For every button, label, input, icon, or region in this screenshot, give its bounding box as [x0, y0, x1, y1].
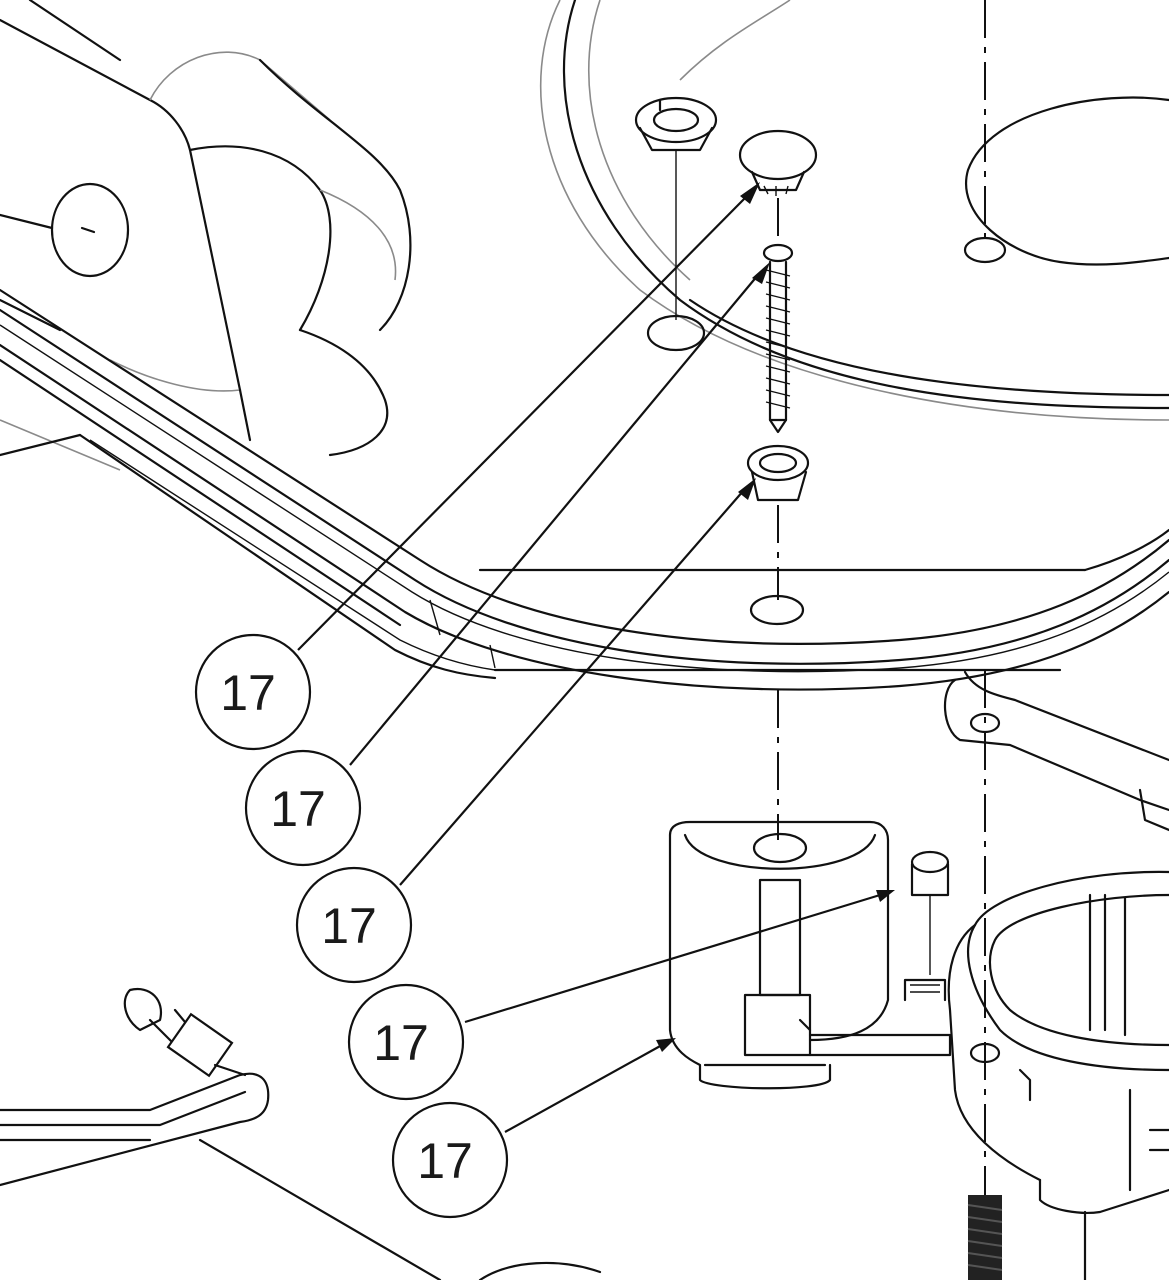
- pin: [910, 850, 950, 975]
- frame-rail: [0, 288, 1169, 691]
- callout-5-label: 17: [417, 1133, 473, 1189]
- screw: [762, 198, 794, 434]
- bracket-plate: [943, 670, 1169, 832]
- callout-3-label: 17: [321, 898, 377, 954]
- bushing: [746, 444, 810, 600]
- callout-4-label: 17: [373, 1015, 429, 1071]
- motor-housing: [947, 870, 1169, 1280]
- callout-4: 17: [347, 983, 465, 1101]
- callout-1-label: 17: [220, 665, 276, 721]
- cap: [738, 129, 818, 196]
- grommet-top: [634, 96, 718, 352]
- callout-3: 17: [295, 866, 413, 984]
- bottom-arc: [478, 1261, 602, 1280]
- hose-fitting: [0, 987, 442, 1280]
- leader-lines: [297, 182, 895, 1133]
- callout-2: 17: [244, 749, 362, 867]
- callout-1: 17: [194, 633, 312, 751]
- left-housing: [0, 0, 412, 471]
- callout-5: 17: [391, 1101, 509, 1219]
- threaded-rod: [967, 1195, 1003, 1280]
- platter-outline: [539, 0, 1169, 421]
- callout-2-label: 17: [270, 781, 326, 837]
- center-axes: [777, 0, 986, 1280]
- round-opening: [963, 96, 1169, 266]
- bracket-housing: [668, 820, 952, 1090]
